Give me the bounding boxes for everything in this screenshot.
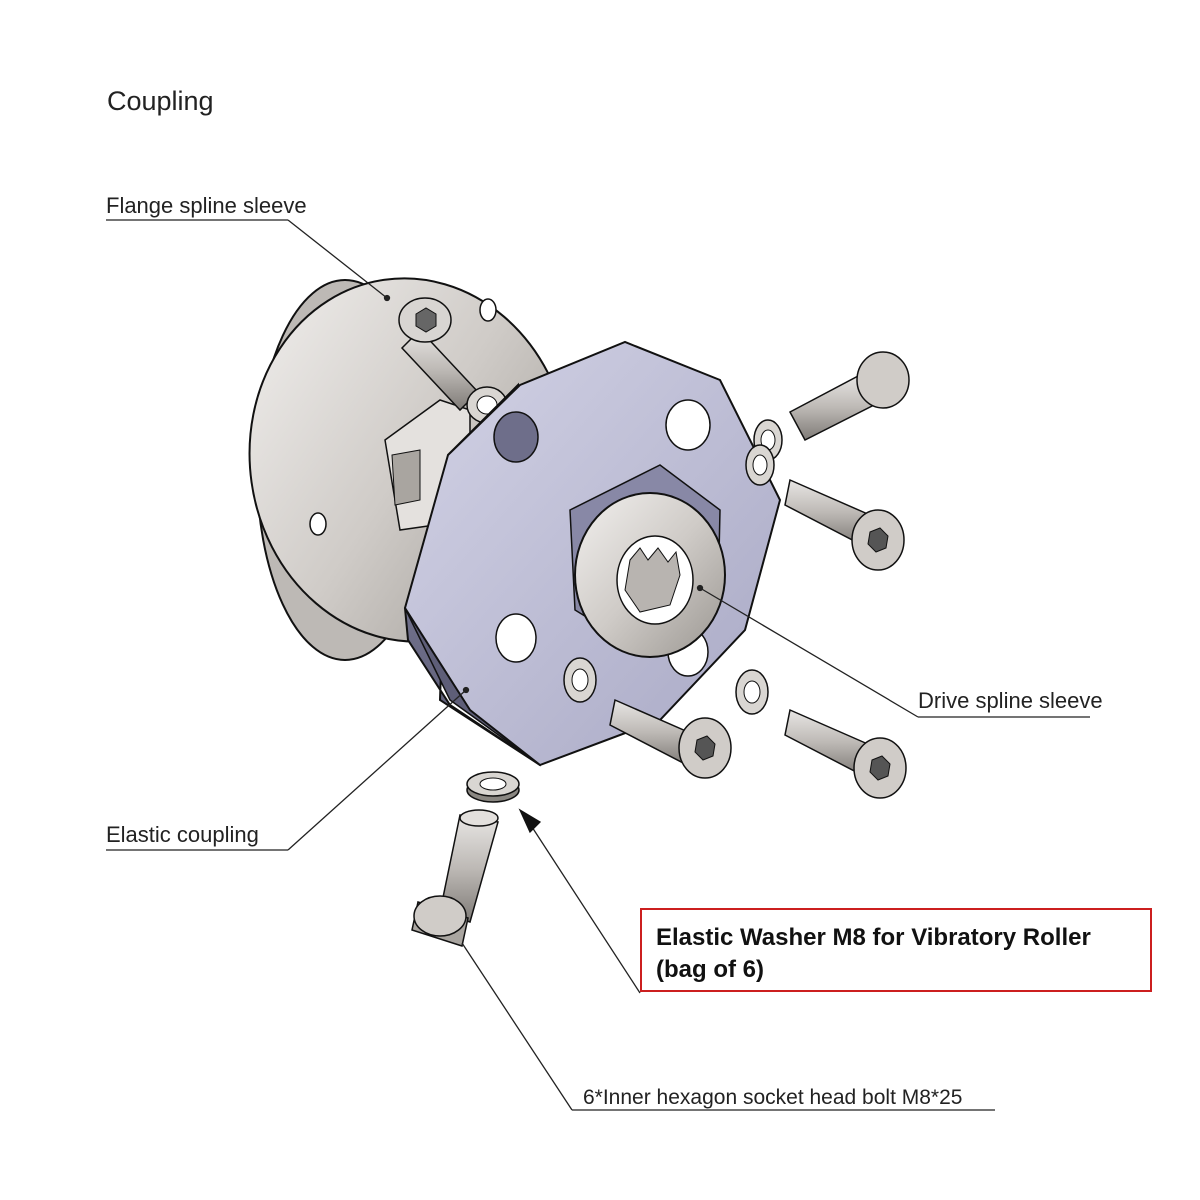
washer-right-low-icon	[735, 669, 769, 715]
flange-bolt-icon	[398, 297, 480, 412]
washer-right-top-icon	[745, 419, 783, 486]
elastic-washer-icon	[466, 771, 520, 803]
drive-spline-sleeve	[574, 492, 726, 658]
label-drive-spline-sleeve: Drive spline sleeve	[918, 688, 1103, 713]
label-flange-spline-sleeve: Flange spline sleeve	[106, 193, 307, 218]
diagram-title: Coupling	[107, 86, 214, 116]
socket-head-bolt-icon	[411, 809, 499, 947]
label-socket-head-bolt: 6*Inner hexagon socket head bolt M8*25	[583, 1086, 963, 1109]
washer-bottom-left-icon	[563, 657, 597, 703]
bolt-bottom-mid-icon	[609, 698, 732, 779]
bolt-right-top-icon	[788, 351, 910, 442]
highlighted-part-box: Elastic Washer M8 for Vibratory Roller (…	[640, 908, 1152, 992]
bolt-right-mid-icon	[784, 478, 905, 571]
label-elastic-coupling: Elastic coupling	[106, 822, 259, 847]
highlight-line-2: (bag of 6)	[656, 956, 764, 983]
highlight-line-1: Elastic Washer M8 for Vibratory Roller	[656, 924, 1091, 951]
bolt-right-low-icon	[784, 708, 907, 799]
leader-lines	[106, 219, 1090, 1111]
